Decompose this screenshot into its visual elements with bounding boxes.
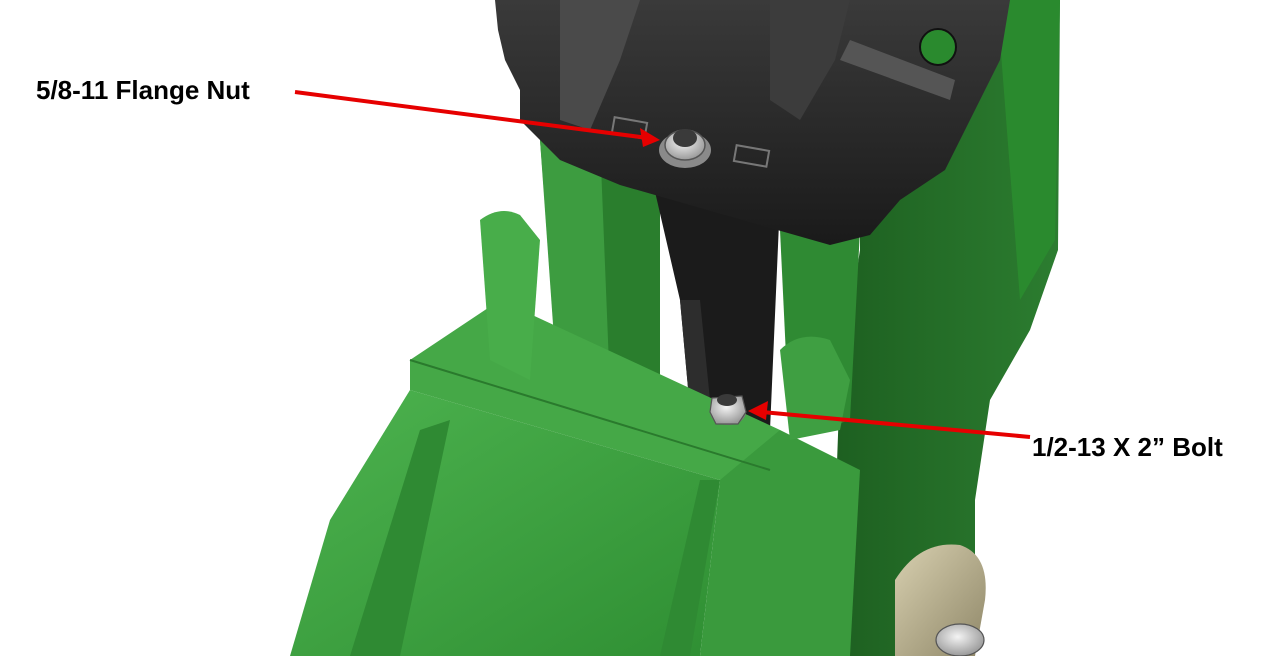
callout-arrow-bolt xyxy=(748,401,1031,439)
callout-label-flange-nut: 5/8-11 Flange Nut xyxy=(36,75,250,105)
shank-bar xyxy=(650,170,780,430)
callout-arrow-nut xyxy=(294,90,660,147)
bolt-head xyxy=(709,394,747,425)
pivot-disc xyxy=(895,544,986,657)
flange-nut xyxy=(659,129,711,168)
mounting-bracket xyxy=(495,0,1010,245)
frame-channel xyxy=(290,211,860,656)
callout-label-bolt: 1/2-13 X 2” Bolt xyxy=(1032,432,1223,462)
